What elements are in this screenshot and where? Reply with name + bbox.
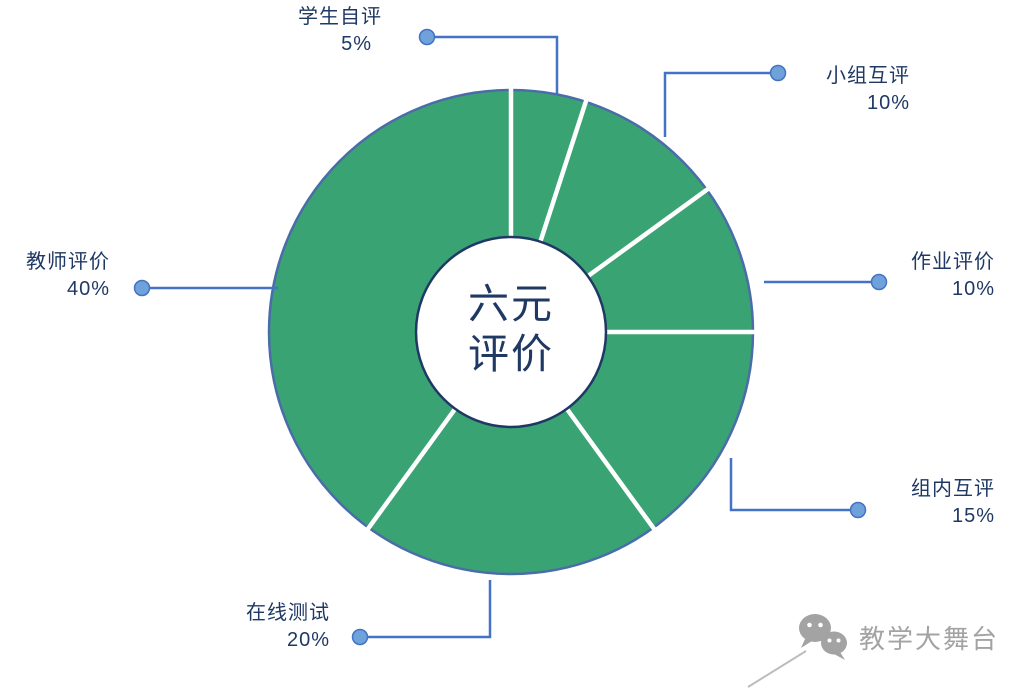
slice-label-pct: 5% <box>341 33 372 55</box>
leader-dot <box>849 501 867 519</box>
leader-line <box>360 580 492 639</box>
slice-label-intragroup-mutual-eval: 组内互评 15% <box>885 476 995 530</box>
slice-label-name: 教师评价 <box>26 251 110 273</box>
slice-label-name: 小组互评 <box>826 65 910 87</box>
slice-label-pct: 15% <box>951 505 995 527</box>
slice-label-pct: 20% <box>286 629 330 651</box>
wechat-icon <box>799 614 847 660</box>
slice-label-name: 在线测试 <box>246 602 330 624</box>
diagonal-line <box>747 650 807 688</box>
slice-divider <box>565 407 664 541</box>
slice-label-name: 组内互评 <box>911 478 995 500</box>
leader-line <box>663 71 778 137</box>
slice-label-name: 学生自评 <box>298 6 382 28</box>
leader-dot <box>133 279 151 297</box>
slice-label-online-test: 在线测试 20% <box>220 600 330 654</box>
slice-label-group-mutual-eval: 小组互评 10% <box>800 63 910 117</box>
slice-label-pct: 10% <box>866 92 910 114</box>
watermark-text: 教学大舞台 <box>859 623 1000 654</box>
slice-label-pct: 10% <box>951 278 995 300</box>
slice-divider <box>586 179 720 278</box>
watermark: 教学大舞台 <box>796 612 999 662</box>
slice-label-name: 作业评价 <box>911 251 995 273</box>
slice-divider <box>538 88 592 243</box>
donut-center-label: 六元 评价 <box>411 279 611 379</box>
leader-dot <box>870 273 888 291</box>
leader-dot <box>769 64 787 82</box>
leader-dot <box>418 28 436 46</box>
leader-line <box>729 458 858 512</box>
slice-label-teacher-eval: 教师评价 40% <box>0 249 110 303</box>
leader-line <box>427 35 559 94</box>
slice-label-homework-eval: 作业评价 10% <box>885 249 995 303</box>
center-label-line2: 评价 <box>468 331 554 377</box>
slice-label-student-self-eval: 学生自评 5% <box>272 4 382 58</box>
center-label-line1: 六元 <box>468 281 554 327</box>
slice-divider <box>359 407 457 540</box>
slice-label-pct: 40% <box>66 278 110 300</box>
leader-dot <box>351 628 369 646</box>
donut-hole <box>414 235 608 429</box>
